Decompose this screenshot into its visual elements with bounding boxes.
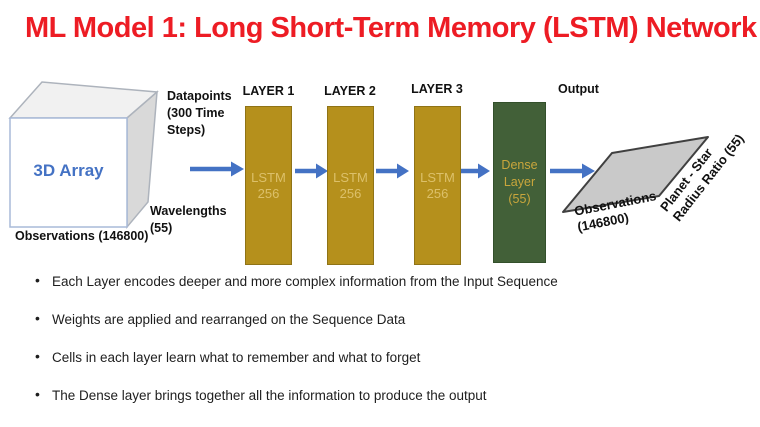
datapoints-label: Datapoints (300 Time Steps): [167, 89, 232, 137]
cube-caption-line2: (146800): [98, 229, 149, 243]
slide-title: ML Model 1: Long Short-Term Memory (LSTM…: [25, 12, 757, 44]
dense-layer-block: Dense Layer (55): [493, 102, 546, 263]
bullet-item: The Dense layer brings together all the …: [30, 387, 740, 403]
arrow-right-icon: [190, 161, 244, 177]
bullet-item: Each Layer encodes deeper and more compl…: [30, 273, 740, 289]
output-parallelogram: [562, 136, 709, 213]
bullet-list: Each Layer encodes deeper and more compl…: [30, 273, 740, 426]
output-header: Output: [558, 82, 599, 96]
lstm-layer3-block: LSTM 256: [414, 106, 461, 265]
lstm-layer1-block: LSTM 256: [245, 106, 292, 265]
cube-label: 3D Array: [33, 161, 104, 180]
arrow-right-icon: [376, 163, 409, 179]
layer1-header: LAYER 1: [242, 84, 295, 98]
bullet-item: Cells in each layer learn what to rememb…: [30, 349, 740, 365]
wavelengths-label: Wavelengths (55): [150, 204, 227, 235]
cube-caption-line1: Observations: [15, 229, 95, 243]
arrow-right-icon: [550, 163, 595, 179]
bullet-item: Weights are applied and rearranged on th…: [30, 311, 740, 327]
layer3-header: LAYER 3: [411, 82, 463, 96]
3d-array-cube: [8, 81, 159, 230]
layer2-header: LAYER 2: [324, 84, 376, 98]
arrow-right-icon: [295, 163, 328, 179]
cube-caption: Observations (146800): [15, 228, 148, 245]
lstm-layer2-block: LSTM 256: [327, 106, 374, 265]
arrow-right-icon: [459, 163, 490, 179]
